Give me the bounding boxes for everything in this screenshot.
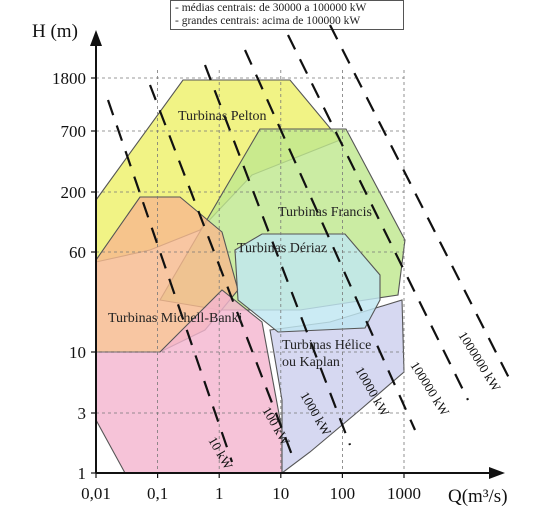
region-label-turbinas-helice: Turbinas Hélice (282, 338, 371, 353)
x-tick-label-0-01: 0,01 (81, 484, 111, 503)
power-label-100000-kw: 100000 kW (407, 359, 452, 419)
region-label-turbinas-pelton: Turbinas Pelton (178, 109, 267, 124)
region-label-turbinas-francis: Turbinas Francis (278, 205, 372, 220)
power-lines-layer (106, 24, 511, 463)
y-axis-title: H (m) (32, 21, 78, 42)
region-label-ou-kaplan: ou Kaplan (282, 355, 340, 370)
y-tick-label-700: 700 (61, 122, 87, 141)
x-tick-label-0-1: 0,1 (147, 484, 168, 503)
power-line-100000-kw (287, 34, 469, 401)
region-turbinas-deriaz (234, 233, 381, 333)
y-tick-label-200: 200 (61, 183, 87, 202)
y-tick-label-3: 3 (78, 404, 87, 423)
region-label-turbinas-michell-banki: Turbinas Michell-Banki (108, 311, 243, 326)
x-tick-label-10: 10 (272, 484, 289, 503)
y-tick-label-60: 60 (69, 243, 86, 262)
power-line-10-kw (106, 99, 234, 463)
power-line-100-kw (148, 84, 294, 456)
x-axis-title: Q(m³/s) (448, 486, 508, 507)
legend-box: - médias centrais: de 30000 a 100000 kW … (170, 0, 404, 30)
y-tick-label-10: 10 (69, 343, 86, 362)
region-label-turbinas-deriaz: Turbinas Dériaz (237, 241, 327, 256)
power-line-1000-kw (203, 64, 352, 446)
x-tick-label-100: 100 (330, 484, 356, 503)
axes-layer (90, 30, 505, 479)
x-axis-arrow (489, 467, 505, 479)
legend-line-medias: - médias centrais: de 30000 a 100000 kW (175, 2, 367, 14)
y-tick-label-1: 1 (78, 464, 87, 483)
y-axis-arrow (90, 30, 102, 46)
x-tick-label-1: 1 (215, 484, 224, 503)
power-label-1000000-kw: 1000000 kW (455, 329, 504, 395)
y-tick-label-1800: 1800 (52, 69, 86, 88)
power-line-10000-kw (243, 49, 417, 431)
power-line-1000000-kw (329, 24, 511, 381)
legend-line-grandes: - grandes centrais: acima de 100000 kW (175, 15, 361, 27)
x-tick-label-1000: 1000 (387, 484, 421, 503)
regions-layer (95, 79, 406, 475)
